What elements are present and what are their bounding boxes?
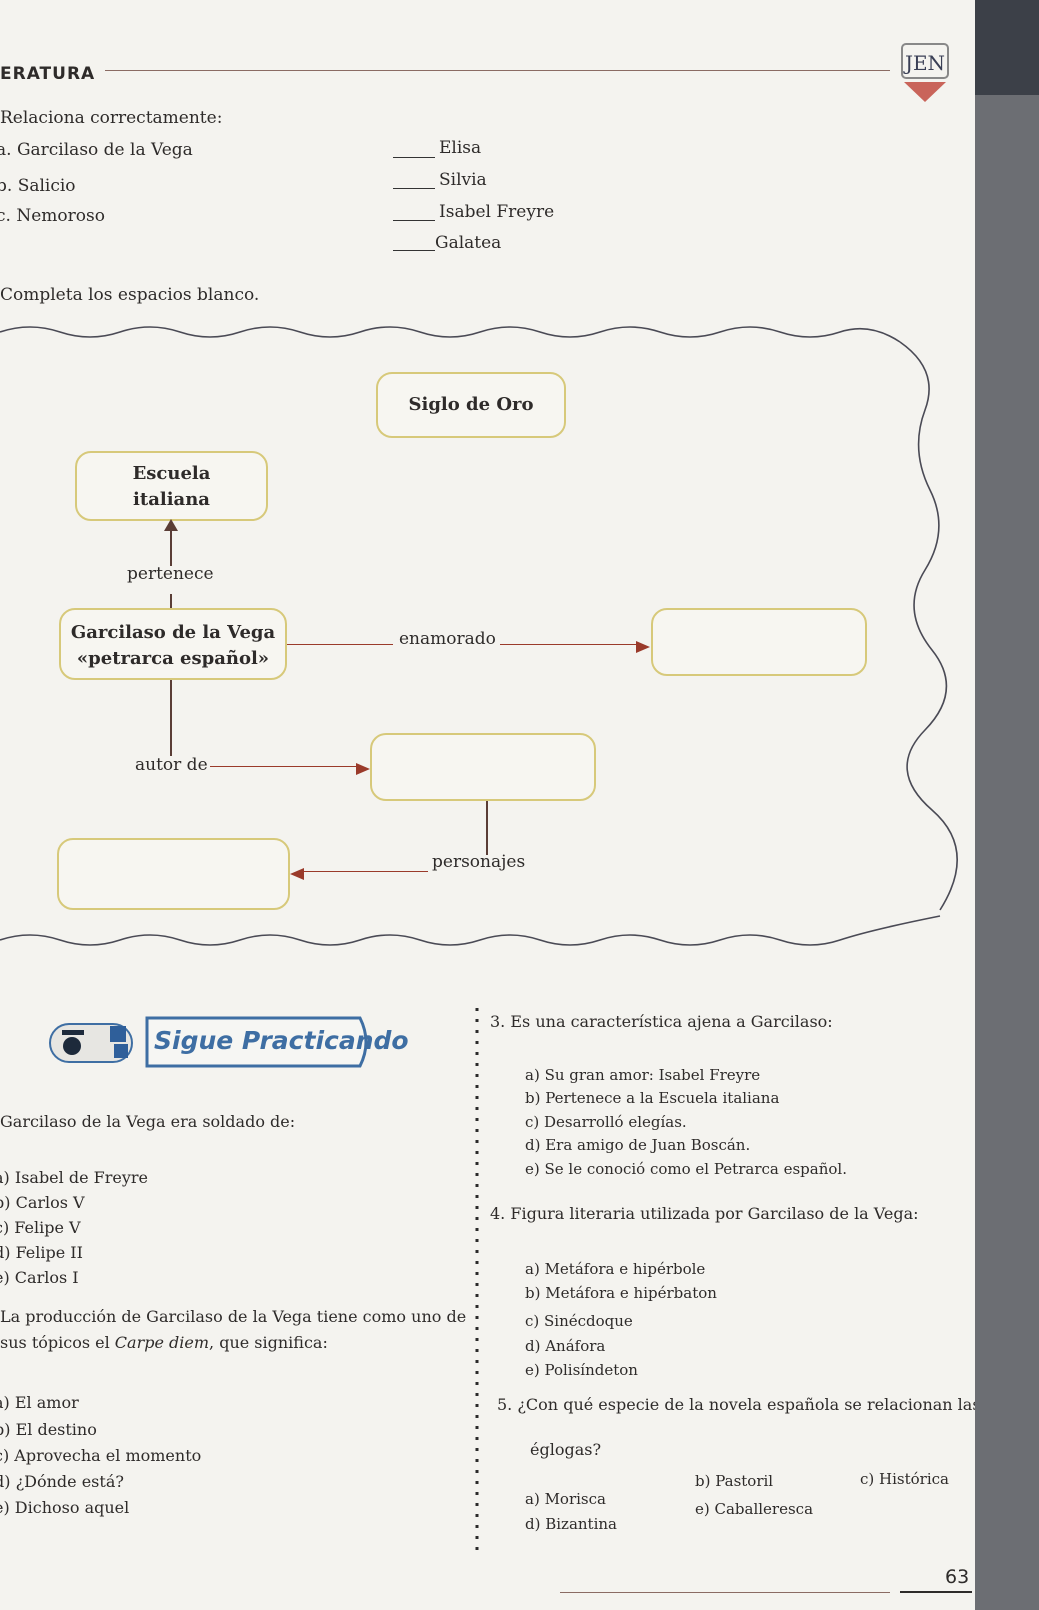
p3-option-e[interactable]: e) Se le conoció como el Petrarca españo…	[525, 1160, 847, 1178]
box-personajes-blank[interactable]	[57, 838, 290, 910]
arrow-left-icon	[290, 865, 304, 884]
sigue-practicando-badge: Sigue Practicando	[42, 1010, 409, 1074]
personajes-label: personajes	[432, 852, 526, 872]
diagram-frame	[0, 326, 958, 946]
garcilaso-label-2: «petrarca español»	[76, 648, 270, 669]
p4-option-e[interactable]: e) Polisíndeton	[525, 1361, 638, 1379]
p1-option-e[interactable]: e) Carlos I	[0, 1268, 79, 1287]
p5-option-b[interactable]: b) Pastoril	[695, 1472, 774, 1490]
p3-question: 3. Es una característica ajena a Garcila…	[490, 1012, 833, 1031]
p5-line1: 5. ¿Con qué especie de la novela español…	[497, 1395, 981, 1414]
p5-line2: églogas?	[530, 1440, 602, 1459]
escuela-label-2: italiana	[133, 489, 210, 510]
p1-option-d[interactable]: d) Felipe II	[0, 1243, 83, 1262]
p2-option-e[interactable]: e) Dichoso aquel	[0, 1498, 130, 1517]
garcilaso-label-1: Garcilaso de la Vega	[70, 622, 276, 643]
q1-right-4: Galatea	[435, 233, 502, 253]
page-number-rule	[900, 1591, 972, 1593]
p3-option-a[interactable]: a) Su gran amor: Isabel Freyre	[525, 1066, 761, 1084]
q1-title: Relaciona correctamente:	[0, 108, 223, 128]
p2-line2-em: Carpe diem	[114, 1333, 210, 1352]
p1-question: Garcilaso de la Vega era soldado de:	[0, 1112, 296, 1131]
q1-right-2: Silvia	[439, 170, 487, 190]
box-garcilaso: Garcilaso de la Vega «petrarca español»	[59, 608, 287, 680]
p4-question: 4. Figura literaria utilizada por Garcil…	[490, 1204, 919, 1223]
connector-pertenece-bottom	[170, 594, 172, 608]
arrow-up-icon	[164, 516, 178, 535]
badge-label: Sigue Practicando	[154, 1026, 409, 1055]
q1-left-a: a. Garcilaso de la Vega	[0, 140, 193, 160]
p2-option-c[interactable]: c) Aprovecha el momento	[0, 1446, 202, 1465]
p4-option-a[interactable]: a) Metáfora e hipérbole	[525, 1260, 706, 1278]
connector-enamorado-right	[500, 644, 640, 645]
box-autor-blank[interactable]	[370, 733, 596, 801]
enamorado-label: enamorado	[399, 629, 496, 649]
p4-option-c[interactable]: c) Sinécdoque	[525, 1312, 633, 1330]
p2-line2: sus tópicos el Carpe diem, que significa…	[0, 1333, 328, 1352]
p4-option-b[interactable]: b) Metáfora e hipérbaton	[525, 1284, 717, 1302]
q1-left-b: b. Salicio	[0, 176, 76, 196]
q1-blank-2[interactable]	[393, 188, 435, 189]
box-enamorado-blank[interactable]	[651, 608, 867, 676]
q1-right-1: Elisa	[439, 138, 482, 158]
escuela-label-1: Escuela	[132, 463, 211, 484]
pertenece-label: pertenece	[127, 564, 214, 584]
connector-autor	[170, 680, 172, 756]
header-rule	[105, 70, 890, 71]
logo-text: JEN	[903, 51, 945, 75]
connector-enamorado-left	[287, 644, 393, 645]
column-divider	[475, 1008, 479, 1558]
p3-option-d[interactable]: d) Era amigo de Juan Boscán.	[525, 1136, 751, 1154]
p5-option-e[interactable]: e) Caballeresca	[695, 1500, 814, 1518]
q1-right-3: Isabel Freyre	[439, 202, 555, 222]
autor-label: autor de	[135, 755, 208, 775]
box-siglo-de-oro: Siglo de Oro	[376, 372, 566, 438]
p5-option-c[interactable]: c) Histórica	[860, 1470, 949, 1488]
connector-autor-right	[210, 766, 360, 767]
connector-up	[170, 524, 172, 566]
page-number: 63	[945, 1566, 970, 1588]
p2-option-a[interactable]: a) El amor	[0, 1393, 79, 1412]
arrow-right-icon	[636, 638, 650, 657]
p2-line1: La producción de Garcilaso de la Vega ti…	[0, 1307, 467, 1326]
siglo-label: Siglo de Oro	[408, 394, 534, 415]
footer-rule	[560, 1592, 890, 1593]
p2-line2-a: sus tópicos el	[0, 1333, 115, 1352]
p5-option-d[interactable]: d) Bizantina	[525, 1515, 617, 1533]
q1-blank-3[interactable]	[393, 220, 435, 221]
box-escuela-italiana: Escuela italiana	[75, 451, 268, 521]
p2-option-d[interactable]: d) ¿Dónde está?	[0, 1472, 124, 1491]
background-edge	[975, 0, 1039, 1610]
p3-option-b[interactable]: b) Pertenece a la Escuela italiana	[525, 1089, 780, 1107]
connector-personajes	[486, 801, 488, 855]
p1-option-c[interactable]: c) Felipe V	[0, 1218, 81, 1237]
q1-blank-1[interactable]	[393, 157, 435, 158]
connector-personajes-left	[300, 871, 428, 872]
p1-option-b[interactable]: b) Carlos V	[0, 1193, 85, 1212]
worksheet-page: ERATURA JEN Relaciona correctamente: a. …	[0, 42, 981, 1593]
publisher-logo: JEN	[900, 42, 950, 104]
q2-title: Completa los espacios blanco.	[0, 285, 260, 305]
arrow-right-icon	[356, 760, 370, 779]
p2-option-b[interactable]: b) El destino	[0, 1420, 97, 1439]
p3-option-c[interactable]: c) Desarrolló elegías.	[525, 1113, 687, 1131]
p5-option-a[interactable]: a) Morisca	[525, 1490, 606, 1508]
p4-option-d[interactable]: d) Anáfora	[525, 1337, 606, 1355]
section-header: ERATURA	[0, 64, 96, 84]
p1-option-a[interactable]: a) Isabel de Freyre	[0, 1168, 149, 1187]
p2-line2-b: , que significa:	[209, 1333, 328, 1352]
q1-blank-4[interactable]	[393, 250, 435, 251]
q1-left-c: c. Nemoroso	[0, 206, 105, 226]
